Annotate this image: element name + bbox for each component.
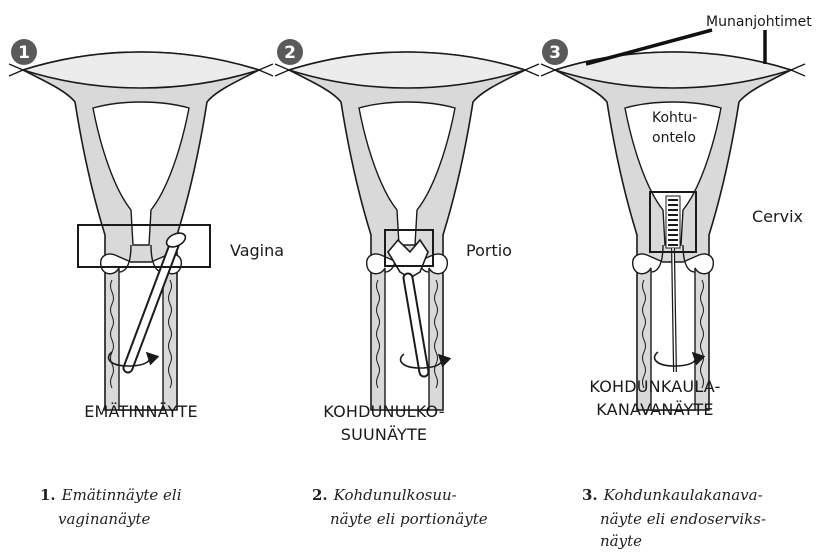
fallopian-tubes-label: Munanjohtimet: [706, 14, 812, 30]
badge-3-text: 3: [549, 43, 561, 63]
panel-1: 1 Vagina EMÄTINNÄYTE 1. Emätinnäyte eli v…: [9, 39, 284, 528]
description-3-number: 3.: [582, 486, 598, 504]
description-3-line-1: 3. Kohdunkaulakanava-: [582, 486, 763, 504]
caption-2-line-2: SUUNÄYTE: [341, 425, 428, 444]
description-1-line-2: vaginanäyte: [58, 510, 151, 528]
caption-2-line-1: KOHDUNULKO-: [323, 402, 445, 421]
description-2-line-1: 2. Kohdunulkosuu-: [312, 486, 457, 504]
caption-1-line-1: EMÄTINNÄYTE: [84, 402, 198, 421]
description-1-line-1: 1. Emätinnäyte eli: [40, 486, 182, 504]
cervix-label: Cervix: [752, 207, 803, 226]
badge-2-text: 2: [284, 43, 296, 63]
description-3-line-3: näyte: [600, 532, 642, 550]
description-2-number: 2.: [312, 486, 328, 504]
description-2-text: Kohdunulkosuu-: [333, 486, 457, 504]
description-3-text: Kohdunkaulakanava-: [603, 486, 763, 504]
uterine-cavity-label-line-2: ontelo: [652, 130, 696, 146]
panel-3: 3 Munanjohtimet Kohtu- ontelo Cervix KOH…: [541, 14, 812, 550]
caption-3-line-1: KOHDUNKAULA-: [589, 377, 720, 396]
portio-label: Portio: [466, 241, 512, 260]
description-1-text: Emätinnäyte eli: [61, 486, 182, 504]
description-3-line-2: näyte eli endoserviks-: [600, 510, 766, 528]
badge-1-text: 1: [18, 43, 30, 63]
badge-3: 3: [542, 39, 568, 65]
uterus-illustration-1: [9, 52, 273, 410]
badge-2: 2: [277, 39, 303, 65]
panel-2: 2 Portio KOHDUNULKO- SUUNÄYTE 2. Kohdunul…: [275, 39, 539, 528]
description-1-number: 1.: [40, 486, 56, 504]
uterine-cavity-label-line-1: Kohtu-: [652, 110, 697, 126]
badge-1: 1: [11, 39, 37, 65]
caption-3-line-2: KANAVANÄYTE: [596, 400, 713, 419]
description-2-line-2: näyte eli portionäyte: [330, 510, 488, 528]
vagina-label: Vagina: [230, 241, 284, 260]
